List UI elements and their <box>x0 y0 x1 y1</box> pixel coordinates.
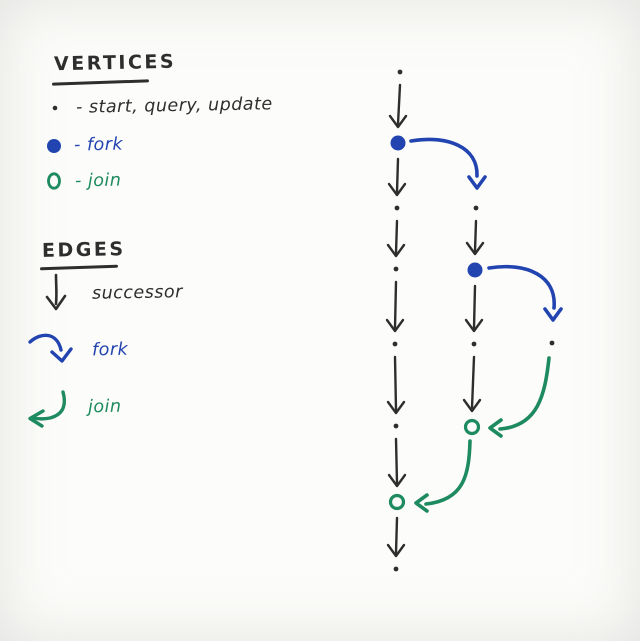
fork-dot-icon <box>47 139 61 153</box>
legend-row-fork-vertex: - fork <box>44 135 123 155</box>
diagram-node-dot <box>397 69 403 75</box>
join-arrow-icon <box>28 390 67 428</box>
successor-edge <box>465 219 485 256</box>
successor-edge <box>462 355 482 413</box>
diagram-node-dot <box>392 341 398 347</box>
diagram-node-dot <box>473 205 479 211</box>
legend-row-join-vertex: - join <box>45 170 122 192</box>
diagram-node-dot <box>393 266 399 272</box>
successor-edge <box>387 157 407 197</box>
join-edge <box>488 356 551 438</box>
join-circle-icon <box>47 172 61 190</box>
start-dot-icon <box>52 105 58 111</box>
legend-row-start: - start, query, update <box>48 94 273 118</box>
diagram-node-dot <box>394 205 400 211</box>
successor-edge <box>387 437 407 488</box>
diagram-node-dot <box>393 423 399 429</box>
diagram-node-dot <box>549 340 555 346</box>
join-edge <box>414 439 472 513</box>
diagram-node-dot <box>393 566 399 572</box>
fork-edge <box>409 137 487 190</box>
diagram-node-fork <box>390 135 406 151</box>
fork-arrow-icon <box>28 333 73 363</box>
diagram-node-join <box>388 493 406 511</box>
successor-edge <box>386 355 406 415</box>
successor-edge <box>386 219 406 258</box>
successor-edge <box>464 284 484 333</box>
diagram-node-fork <box>467 262 483 278</box>
successor-edge <box>385 280 405 333</box>
successor-edge <box>386 516 406 558</box>
successor-edge <box>388 83 408 129</box>
successor-arrow-icon <box>45 273 67 311</box>
diagram-node-join <box>463 418 481 436</box>
diagram-node-dot <box>471 341 477 347</box>
fork-edge <box>487 264 563 322</box>
